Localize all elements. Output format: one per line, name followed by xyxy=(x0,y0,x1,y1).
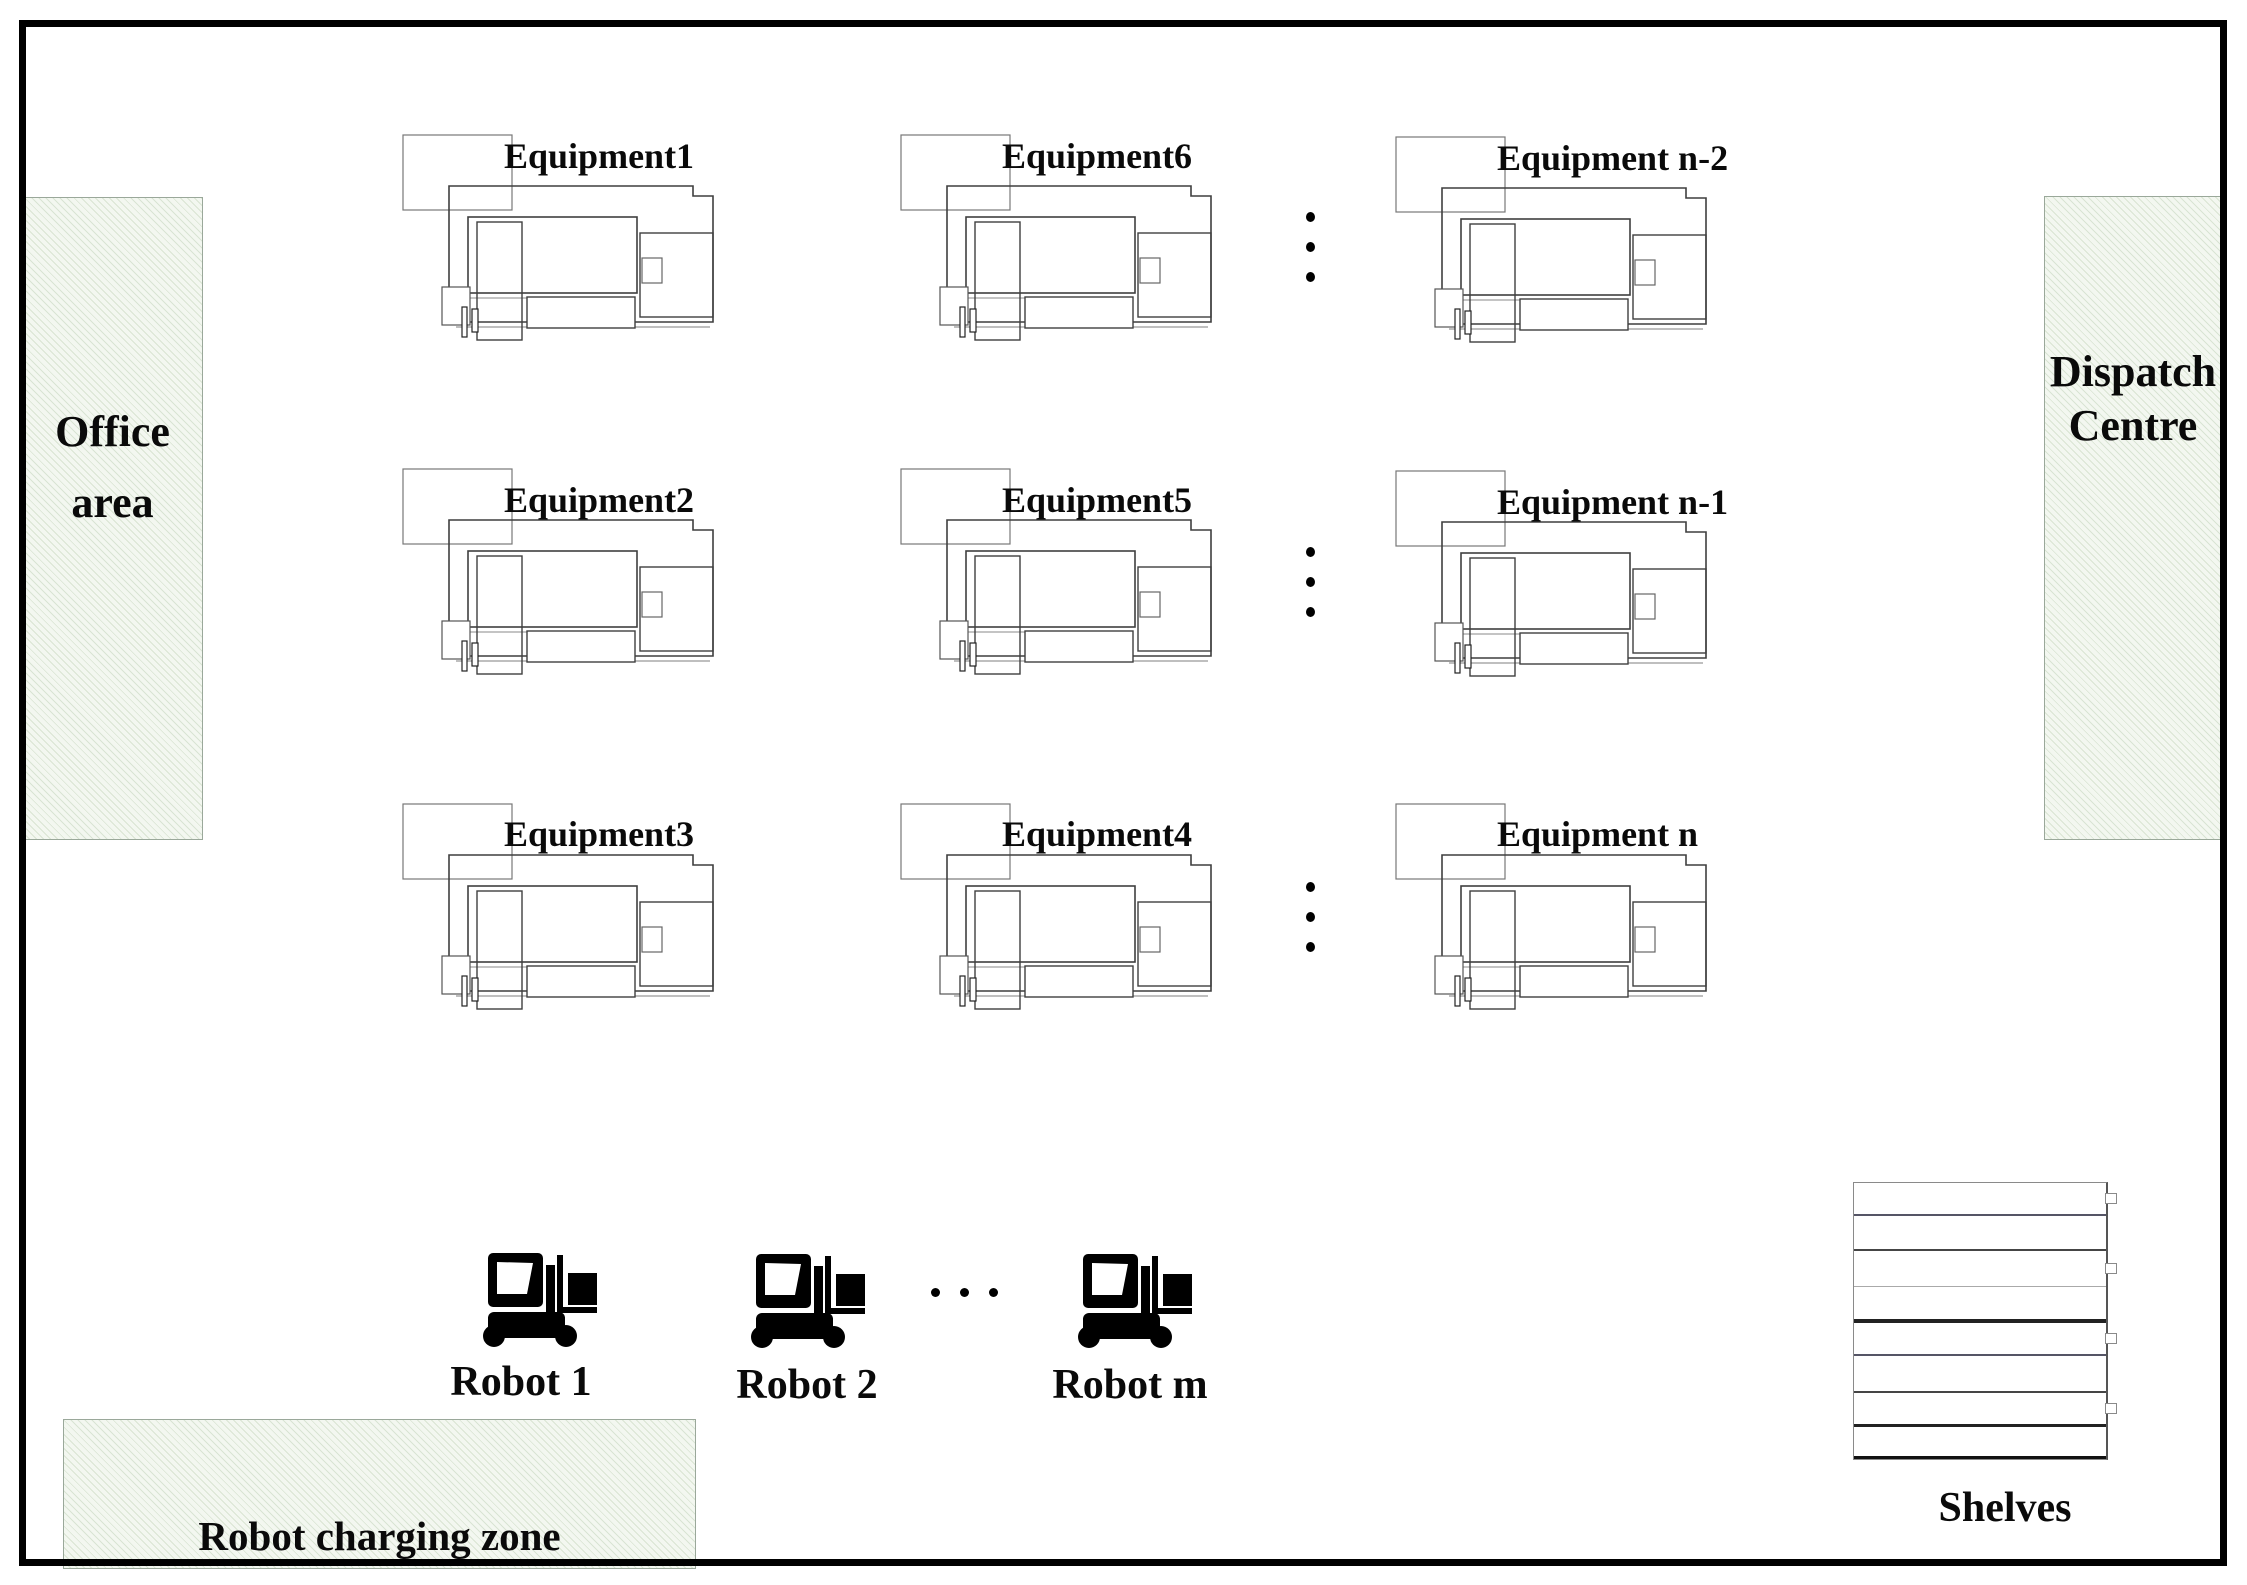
forklift-icon xyxy=(748,1254,865,1349)
dispatch-centre-label-line1: Dispatch xyxy=(2049,347,2217,396)
equipment-cell: Equipment1 xyxy=(400,130,720,345)
equipment-cell: Equipment n-2 xyxy=(1393,132,1728,347)
office-area-label-line2: area xyxy=(71,478,154,527)
equipment-label: Equipment n xyxy=(1497,814,1699,854)
vertical-ellipsis-icon xyxy=(1306,547,1316,637)
robot-label: Robot 2 xyxy=(736,1362,878,1408)
shelf-rack-icon xyxy=(1853,1182,2117,1460)
equipment-cell: Equipment6 xyxy=(898,130,1218,345)
vertical-ellipsis-icon xyxy=(1306,882,1316,972)
equipment-cell: Equipment n xyxy=(1393,799,1713,1014)
equipment-cell: Equipment3 xyxy=(400,799,720,1014)
forklift-icon xyxy=(1075,1254,1192,1349)
equipment-label: Equipment3 xyxy=(504,814,695,854)
shelf-line xyxy=(1854,1286,2106,1287)
robot-label: Robot m xyxy=(1052,1362,1208,1408)
shelf-line xyxy=(1854,1214,2106,1216)
equipment-label: Equipment n-1 xyxy=(1497,482,1729,522)
dispatch-centre-label-line2: Centre xyxy=(2068,401,2198,450)
equipment-label: Equipment4 xyxy=(1002,814,1193,854)
equipment-cell: Equipment n-1 xyxy=(1393,466,1728,681)
equipment-label: Equipment2 xyxy=(504,480,695,520)
robot-charging-zone-label: Robot charging zone xyxy=(198,1513,561,1559)
shelf-bracket xyxy=(2105,1263,2117,1274)
equipment-cell: Equipment5 xyxy=(898,464,1218,679)
robot-label: Robot 1 xyxy=(450,1359,592,1405)
shelf-bracket xyxy=(2105,1403,2117,1414)
shelf-line xyxy=(1854,1456,2106,1459)
shelf-line xyxy=(1854,1424,2106,1427)
equipment-cell: Equipment2 xyxy=(400,464,720,679)
equipment-label: Equipment5 xyxy=(1002,480,1193,520)
office-area-zone: Office area xyxy=(22,197,203,840)
dispatch-centre-zone: Dispatch Centre xyxy=(2044,196,2222,840)
shelves-label: Shelves xyxy=(1938,1485,2072,1531)
forklift-icon xyxy=(480,1253,597,1348)
equipment-label: Equipment1 xyxy=(504,136,695,176)
shelf-bracket xyxy=(2105,1193,2117,1204)
shelf-bracket xyxy=(2105,1333,2117,1344)
shelf-line xyxy=(1854,1249,2106,1251)
vertical-ellipsis-icon xyxy=(1306,212,1316,302)
shelf-line xyxy=(1854,1319,2106,1323)
equipment-cell: Equipment4 xyxy=(898,799,1218,1014)
shelf-line xyxy=(1854,1354,2106,1356)
equipment-label: Equipment n-2 xyxy=(1497,138,1729,178)
office-area-label-line1: Office xyxy=(55,407,170,456)
robot-charging-zone: Robot charging zone xyxy=(63,1419,696,1569)
horizontal-ellipsis-icon xyxy=(931,1288,998,1297)
equipment-label: Equipment6 xyxy=(1002,136,1193,176)
shelf-line xyxy=(1854,1391,2106,1393)
